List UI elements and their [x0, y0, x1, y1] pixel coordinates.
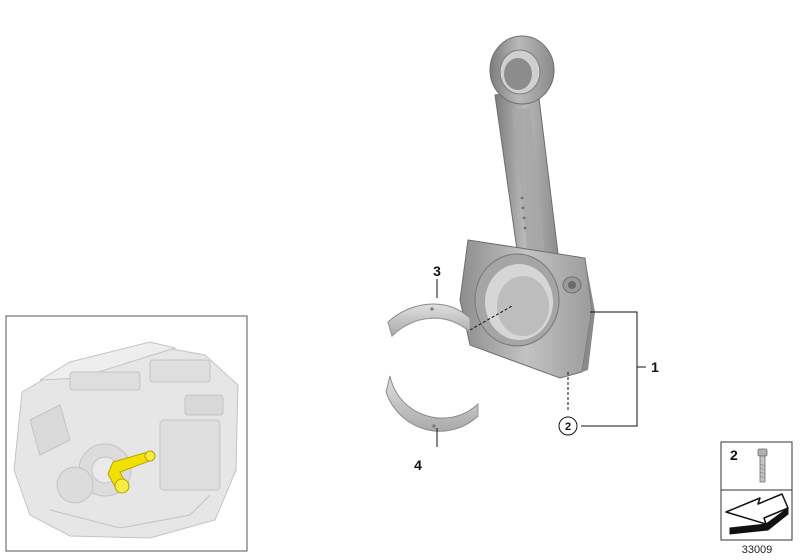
parts-legend: 2 — [720, 441, 793, 541]
callout-4: 4 — [414, 457, 422, 473]
upper-bearing-shell-illustration — [387, 303, 471, 337]
leader-lines — [436, 279, 646, 447]
legend-frame — [720, 441, 793, 541]
engine-block-illustration — [13, 341, 239, 539]
callout-1: 1 — [651, 359, 659, 375]
bolt-icon — [757, 448, 768, 483]
callout-2: 2 — [565, 421, 571, 433]
highlighted-connecting-rod-icon — [107, 450, 156, 494]
diagram-number: 33009 — [742, 544, 773, 556]
engine-inset — [5, 315, 248, 552]
callout-3: 3 — [433, 263, 441, 279]
direction-arrow-icon — [725, 493, 789, 535]
legend-bolt-number: 2 — [730, 447, 738, 463]
connecting-rod-illustration — [459, 35, 595, 379]
callout-2-circle: 2 — [558, 416, 578, 436]
lower-bearing-shell-illustration — [385, 375, 479, 432]
